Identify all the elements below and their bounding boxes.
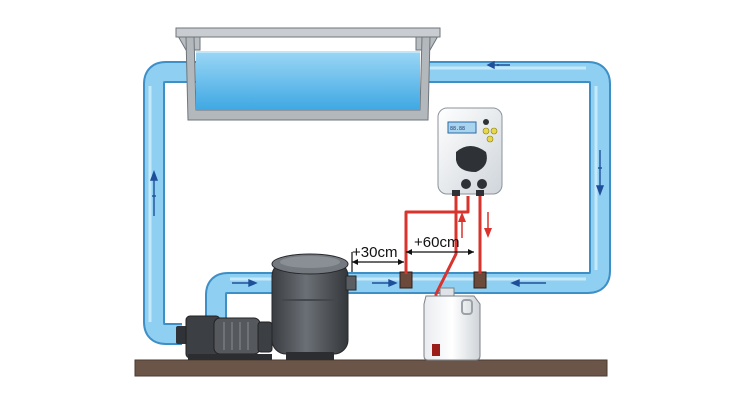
chemical-canister xyxy=(423,287,481,361)
pool-basin xyxy=(175,27,441,121)
controller-button-icon xyxy=(486,135,494,143)
probe-holder xyxy=(399,271,413,289)
sand-filter xyxy=(271,253,357,360)
arrow-icon xyxy=(486,60,510,70)
arrow-icon xyxy=(232,278,258,288)
dosing-direction-arrows xyxy=(458,212,492,238)
label-distance-injection: +60cm xyxy=(414,234,459,251)
pool-water xyxy=(196,52,420,110)
label-distance-probe: +30cm xyxy=(352,244,397,261)
dimension-arrow-icon xyxy=(406,249,474,255)
water-pipe-circuit xyxy=(143,61,611,345)
dimension-arrow-icon xyxy=(351,252,404,272)
dimension-markers xyxy=(351,249,474,272)
controller-lcd xyxy=(447,121,477,134)
circulation-pump xyxy=(176,315,273,360)
arrow-icon xyxy=(595,150,605,196)
probe-cable xyxy=(404,196,470,274)
flow-arrows xyxy=(149,60,605,288)
floor-slab xyxy=(134,359,608,377)
svg-text:88.88: 88.88 xyxy=(450,126,465,132)
arrow-icon xyxy=(372,278,398,288)
controller-button-icon xyxy=(482,127,490,135)
arrow-icon xyxy=(458,212,466,222)
arrow-icon xyxy=(510,278,546,288)
pool-wall xyxy=(185,36,431,121)
dosing-controller: 88.88 xyxy=(437,107,503,196)
peristaltic-pump-head xyxy=(456,146,487,172)
arrow-icon xyxy=(484,228,492,238)
controller-button-icon xyxy=(483,119,489,125)
foot-valve xyxy=(432,344,440,356)
arrow-icon xyxy=(149,170,159,216)
injection-point xyxy=(473,271,487,289)
pipe-fittings xyxy=(399,271,487,289)
controller-button-icon xyxy=(490,127,498,135)
